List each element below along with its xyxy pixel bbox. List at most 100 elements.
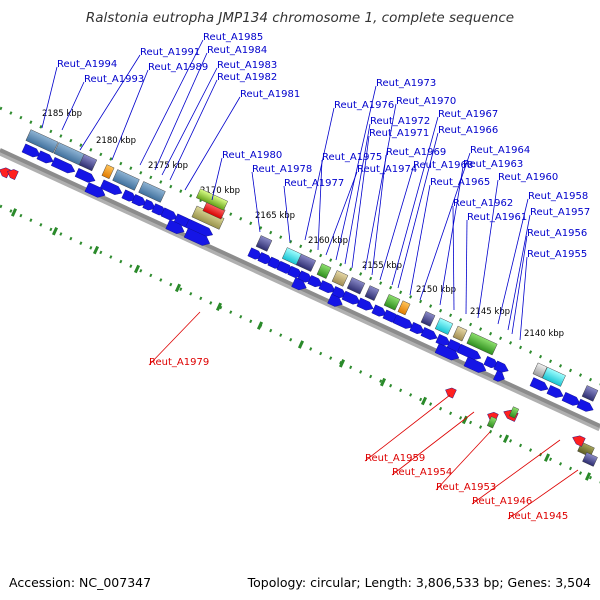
cds-arrow-large [183,227,211,246]
major-tick [174,283,182,293]
gene-label-reut-a1955-leader [519,256,528,341]
cds-arrow [331,286,347,299]
scale-label: 2170 kbp [200,186,240,196]
gene-label-reut-a1982: Reut_A1982 [217,72,277,83]
feature-block-cyan [542,366,566,387]
gene-label-reut-a1960-leader [477,179,499,319]
cds-arrow [493,360,509,373]
major-tick [584,472,592,481]
cds-arrow [160,207,178,221]
cds-arrow [99,179,123,195]
feature-block-tan [331,270,349,287]
gene-label-reut-a1968: Reut_A1968 [413,160,473,171]
major-tick [51,227,59,236]
gene-label-reut-a1971: Reut_A1971 [369,128,429,139]
gene-label-reut-a1977: Reut_A1977 [284,178,344,189]
gene-label-reut-a1993: Reut_A1993 [84,74,144,85]
cds-arrow-large [493,370,505,382]
major-tick [379,377,387,387]
reverse-feature-navy [582,452,598,467]
gene-label-reut-a1972: Reut_A1972 [370,116,430,127]
feature-block-orange [397,300,411,316]
gene-label-reut-a1957: Reut_A1957 [530,207,590,218]
gene-label-reut-a1962: Reut_A1962 [453,198,513,209]
feature-block-navy [581,385,599,402]
gene-label-reut-a1956: Reut_A1956 [527,228,587,239]
gene-label-reut-a1963: Reut_A1963 [463,159,523,170]
feature-block-steel [112,169,140,191]
gene-label-reut-a1964-leader [419,152,471,301]
gene-label-reut-a1967-leader [391,116,439,286]
major-tick [133,264,141,274]
gene-label-reut-a1954-leader [391,411,475,476]
gene-label-reut-a1946: Reut_A1946 [472,496,532,507]
cds-arrow [546,385,564,398]
gene-label-reut-a1962-leader [452,205,455,311]
cds-arrow [529,377,549,391]
gene-label-reut-a1965-leader [409,184,431,296]
reverse-feature-green [486,416,498,429]
gene-label-reut-a1980: Reut_A1980 [222,150,282,161]
major-tick [92,245,100,255]
feature-block-green [466,332,498,356]
cds-arrow [409,322,425,334]
gene-label-reut-a1969-leader [371,154,387,276]
reverse-feature-green [508,406,520,419]
gene-label-reut-a1954: Reut_A1954 [392,467,452,478]
gene-label-reut-a1955: Reut_A1955 [527,249,587,260]
gene-label-reut-a1979: Reut_A1979 [149,357,209,368]
feature-block-green [316,263,332,279]
gene-label-reut-a1981: Reut_A1981 [240,89,300,100]
gene-label-reut-a1989-leader [111,69,149,161]
gene-label-reut-a1973: Reut_A1973 [376,78,436,89]
cds-arrow-large [84,182,106,198]
scale-label: 2180 kbp [96,136,136,146]
cds-arrow [50,157,76,174]
gene-label-reut-a1964: Reut_A1964 [470,145,530,156]
gene-label-reut-a1959: Reut_A1959 [365,453,425,464]
gene-label-reut-a1958-leader [497,198,529,325]
gene-label-reut-a1958: Reut_A1958 [528,191,588,202]
scale-label: 2165 kbp [255,211,295,221]
cds-arrow-large [463,356,487,373]
reverse-arrow [0,167,11,179]
feature-block-navy [364,285,380,301]
gene-label-reut-a1994-leader [41,66,58,129]
gene-label-reut-a1956-leader [511,235,528,335]
gene-label-reut-a1991-leader [79,54,141,151]
cds-arrow [131,194,147,207]
gene-label-reut-a1970: Reut_A1970 [396,96,456,107]
gene-label-reut-a1985: Reut_A1985 [203,32,263,43]
gene-label-reut-a1972-leader [344,123,371,265]
gene-label-reut-a1945-leader [507,469,579,520]
gene-label-reut-a1968-leader [379,167,414,281]
feature-block-navy [78,153,98,172]
gene-label-reut-a1957-leader [507,214,531,331]
cds-arrow-large [327,293,343,307]
cds-arrow [74,168,96,183]
gene-label-reut-a1991: Reut_A1991 [140,47,200,58]
gene-label-reut-a1976-leader [304,107,335,241]
gene-label-reut-a1960: Reut_A1960 [498,172,558,183]
major-tick [256,321,264,330]
cds-arrow [435,333,451,346]
gene-label-reut-a1969: Reut_A1969 [386,147,446,158]
gene-label-reut-a1973-leader [335,85,377,261]
gene-label-reut-a1971-leader [351,135,370,269]
gene-label-reut-a1994: Reut_A1994 [57,59,117,70]
accession-label: Accession: NC_007347 [9,575,152,590]
gene-label-reut-a1966-leader [397,132,439,289]
tick-track-1 [0,106,600,386]
scale-label: 2140 kbp [524,329,564,339]
gene-label-reut-a1984: Reut_A1984 [207,45,267,56]
feature-block-cyan [434,317,454,335]
cds-arrow [341,290,361,305]
gene-label-reut-a1945: Reut_A1945 [508,511,568,522]
cds-arrow [185,218,214,237]
gene-label-reut-a1976: Reut_A1976 [334,100,394,111]
feature-block-steel [25,129,59,154]
gene-label-reut-a1961: Reut_A1961 [467,212,527,223]
feature-block-steel [138,181,166,203]
feature-block-green [383,294,401,311]
feature-block-orange [101,164,115,180]
